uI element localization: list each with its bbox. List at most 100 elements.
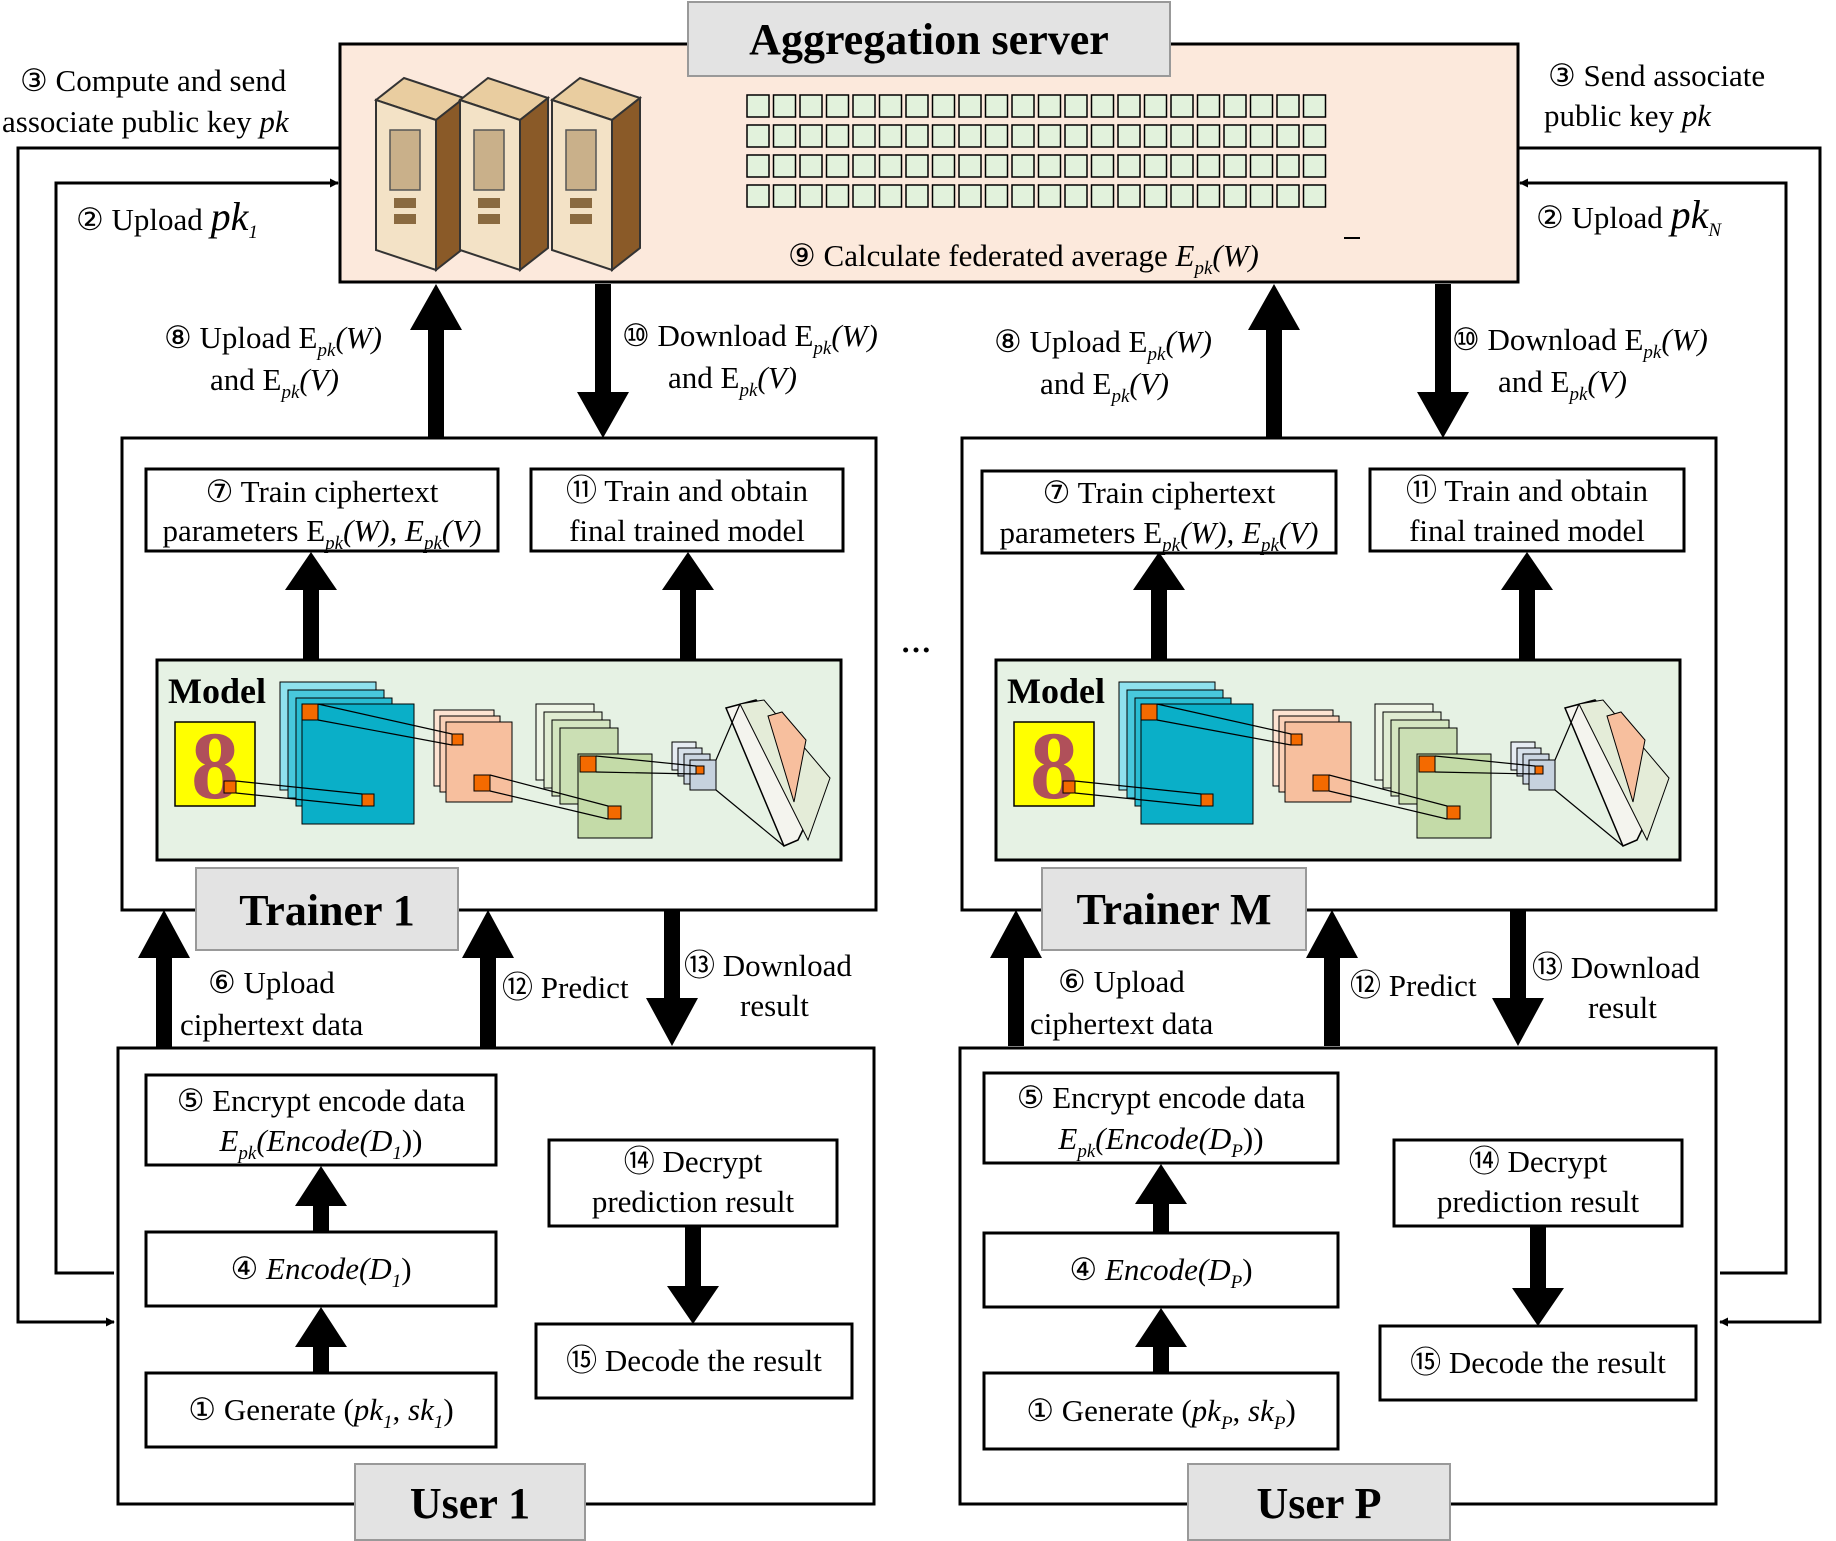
user-p-internal-arrows [1135, 1164, 1564, 1373]
parameter-cell [958, 154, 982, 178]
parameter-cell [772, 154, 797, 178]
parameter-cell [1170, 154, 1194, 178]
parameter-cell [905, 94, 929, 118]
parameter-cell [1302, 184, 1327, 208]
parameter-cell [1196, 94, 1221, 118]
parameter-cell [825, 124, 850, 148]
generate-box [982, 1371, 1340, 1451]
trainer-user-arrows [138, 910, 1544, 1048]
compute-send-pk-label: ③ Compute and send [20, 63, 287, 98]
parameter-cell [984, 94, 1009, 118]
model-label: Model [168, 671, 266, 711]
parameter-cell [1302, 94, 1327, 118]
train-ciphertext-line2: parameters Epk(W), Epk(V) [999, 515, 1318, 556]
aggregation-server: Aggregation server ⑨ Calculate federated… [338, 1, 1520, 284]
parameter-cell [1143, 94, 1168, 118]
server-rack-icon [373, 76, 643, 273]
parameter-cell [1196, 184, 1221, 208]
trainer-1: ⑦ Train ciphertext parameters Epk(W), Ep… [120, 436, 878, 951]
decrypt-line2: prediction result [592, 1184, 795, 1219]
parameter-cell [878, 184, 903, 208]
parameter-cell [931, 94, 956, 118]
parameter-cell [1011, 94, 1035, 118]
parameter-cell [1090, 184, 1115, 208]
parameter-cell [746, 154, 770, 178]
download-result-label: ⑬ Download [684, 948, 852, 983]
parameter-cell [799, 124, 823, 148]
upload-pkn-label: ② Upload pkN [1536, 192, 1722, 241]
parameter-cell [1223, 124, 1247, 148]
upload-ciphertext-label-2: ciphertext data [180, 1007, 364, 1042]
upload-ciphertext-label-2: ciphertext data [1030, 1006, 1214, 1041]
parameter-cell [931, 154, 956, 178]
parameter-cell [799, 94, 823, 118]
parameter-cell [1037, 184, 1062, 208]
encode-box [982, 1231, 1340, 1309]
parameter-cell [1276, 124, 1300, 148]
trainer-1-label-box [195, 867, 459, 951]
cnn-model-icon: 8 [1013, 681, 1670, 847]
parameter-cell [1170, 94, 1194, 118]
parameter-grid [746, 94, 1327, 208]
trainer-m-download-label-2: and Epk(V) [1498, 364, 1627, 405]
train-ciphertext-line1: ⑦ Train ciphertext [1043, 475, 1276, 510]
parameter-cell [1037, 94, 1062, 118]
parameter-cell [1276, 154, 1300, 178]
user-1-label-box [354, 1463, 586, 1541]
generate-label: ① Generate (pkP, skP) [1026, 1393, 1296, 1434]
parameter-cell [1143, 154, 1168, 178]
connector-pk-to-userP [1518, 146, 1822, 1327]
outer-connectors [16, 146, 1822, 1327]
connector-pk-to-user1 [16, 146, 340, 1327]
encrypt-line1: ⑤ Encrypt encode data [177, 1083, 466, 1118]
parameter-cell [1011, 154, 1035, 178]
trainer-1-upload-label-2: and Epk(V) [210, 362, 339, 403]
parameter-cell [1249, 94, 1274, 118]
user-p: ⑤ Encrypt encode data Epk(Encode(DP)) ④ … [958, 1046, 1718, 1541]
parameter-cell [1064, 184, 1088, 208]
parameter-cell [1170, 124, 1194, 148]
parameter-cell [772, 94, 797, 118]
parameter-cell [1117, 94, 1141, 118]
final-model-box [529, 467, 845, 553]
final-model-box [1368, 467, 1686, 553]
decrypt-box [547, 1138, 839, 1228]
download-result-label: ⑬ Download [1532, 950, 1700, 985]
user-1-label: User 1 [410, 1479, 530, 1528]
parameter-cell [1090, 154, 1115, 178]
parameter-cell [1117, 154, 1141, 178]
parameter-cell [1223, 94, 1247, 118]
parameter-cell [984, 184, 1009, 208]
parameter-cell [1090, 124, 1115, 148]
connector-pk1-to-server [54, 178, 339, 1275]
decrypt-line1: ⑭ Decrypt [1469, 1144, 1608, 1179]
final-model-line1: ⑪ Train and obtain [1406, 473, 1648, 508]
ellipsis: ··· [900, 632, 931, 667]
trainer-m-internal-arrows [1133, 552, 1553, 660]
trainer-m-upload-label: ⑧ Upload Epk(W) [994, 324, 1212, 365]
parameter-cell [984, 124, 1009, 148]
parameter-cell [984, 154, 1009, 178]
predict-label: ⑫ Predict [502, 970, 629, 1005]
svg-text:8: 8 [1030, 712, 1078, 819]
server-trainer-arrows [410, 284, 1469, 438]
parameter-cell [1064, 124, 1088, 148]
encrypt-line1: ⑤ Encrypt encode data [1017, 1080, 1306, 1115]
parameter-cell [1143, 124, 1168, 148]
trainer-m-label: Trainer M [1076, 885, 1271, 934]
parameter-cell [1117, 124, 1141, 148]
parameter-cell [746, 94, 770, 118]
parameter-cell [1196, 124, 1221, 148]
parameter-cell [852, 154, 876, 178]
encode-label: ④ Encode(DP) [1069, 1252, 1252, 1293]
server-calc-label: ⑨ Calculate federated average Epk(W) [788, 238, 1259, 279]
parameter-cell [1302, 154, 1327, 178]
user-p-label-box [1187, 1463, 1451, 1541]
parameter-cell [878, 154, 903, 178]
final-model-line2: final trained model [569, 513, 805, 548]
parameter-cell [1011, 184, 1035, 208]
server-title: Aggregation server [749, 15, 1109, 64]
compute-send-pk-label-2: associate public key pk [2, 104, 290, 139]
parameter-cell [799, 184, 823, 208]
upload-pk1-label: ② Upload pk1 [76, 194, 258, 243]
